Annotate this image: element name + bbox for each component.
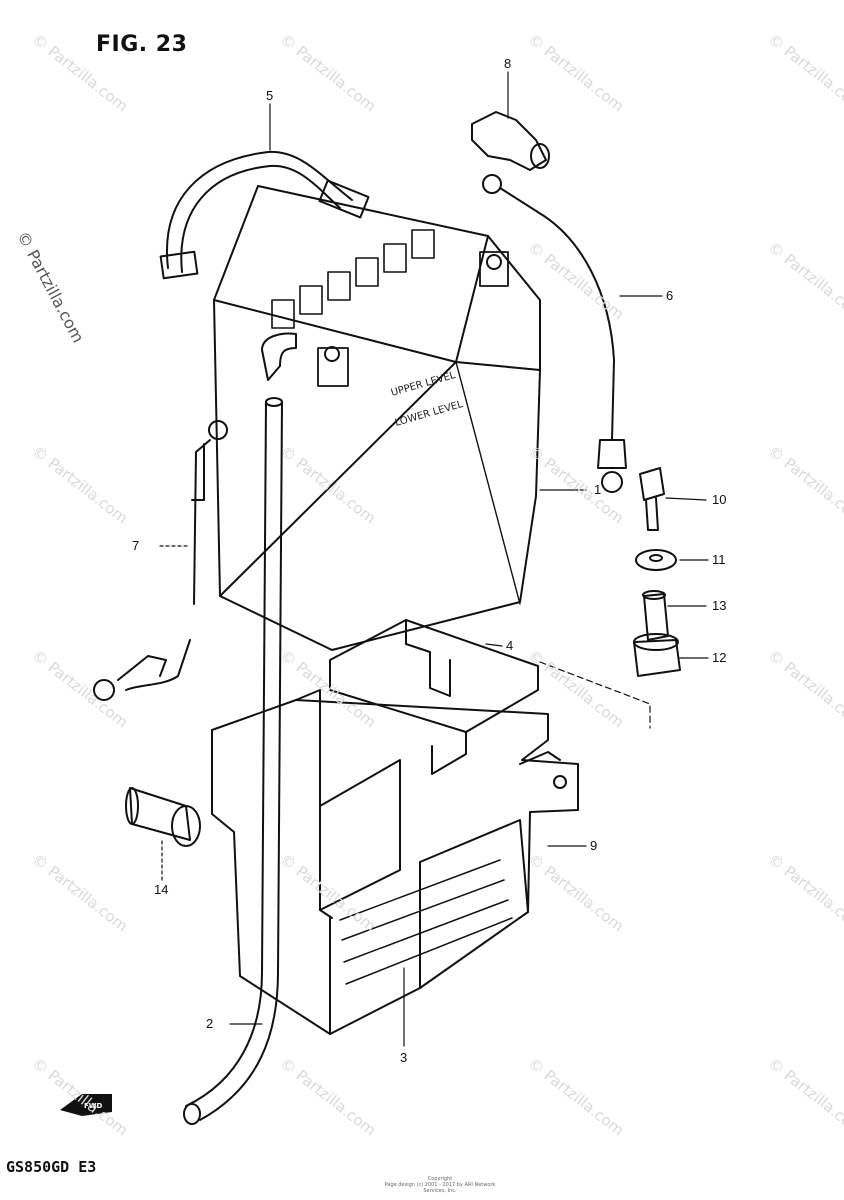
callout-9: 9 — [590, 838, 598, 853]
battery — [213, 185, 541, 651]
callout-14: 14 — [154, 882, 169, 897]
cushion — [633, 633, 681, 677]
callout-12: 12 — [712, 650, 727, 665]
battery-strap — [159, 150, 370, 280]
copyright-notice: Copyright Page design (c) 2001 - 2017 by… — [380, 1176, 500, 1194]
positive-cable — [482, 174, 627, 493]
battery-holder — [329, 619, 539, 775]
forward-direction-marker: FWD — [60, 1094, 112, 1116]
callout-3: 3 — [400, 1050, 408, 1065]
callout-13: 13 — [712, 598, 727, 613]
terminal-cover — [471, 111, 550, 171]
model-code: GS850GD E3 — [6, 1158, 97, 1176]
callout-2: 2 — [206, 1016, 214, 1031]
copyright-line-2: Page design (c) 2001 - 2017 by ARI Netwo… — [384, 1182, 496, 1194]
callout-8: 8 — [504, 56, 512, 71]
collar — [642, 590, 669, 641]
callout-7: 7 — [132, 538, 140, 553]
washer — [635, 549, 677, 571]
bolt — [639, 467, 665, 531]
figure-title: FIG. 23 — [96, 32, 188, 57]
callout-11: 11 — [712, 552, 726, 567]
callout-5: 5 — [266, 88, 274, 103]
grommet — [125, 787, 201, 847]
callout-10: 10 — [712, 492, 727, 507]
callout-4: 4 — [506, 638, 514, 653]
callout-6: 6 — [666, 288, 674, 303]
breather-tube — [183, 397, 283, 1125]
callout-1: 1 — [594, 482, 602, 497]
copyright-line-1: Copyright — [427, 1176, 453, 1182]
fwd-label: FWD — [84, 1102, 103, 1110]
negative-cable — [93, 420, 228, 701]
battery-case — [211, 689, 579, 1035]
